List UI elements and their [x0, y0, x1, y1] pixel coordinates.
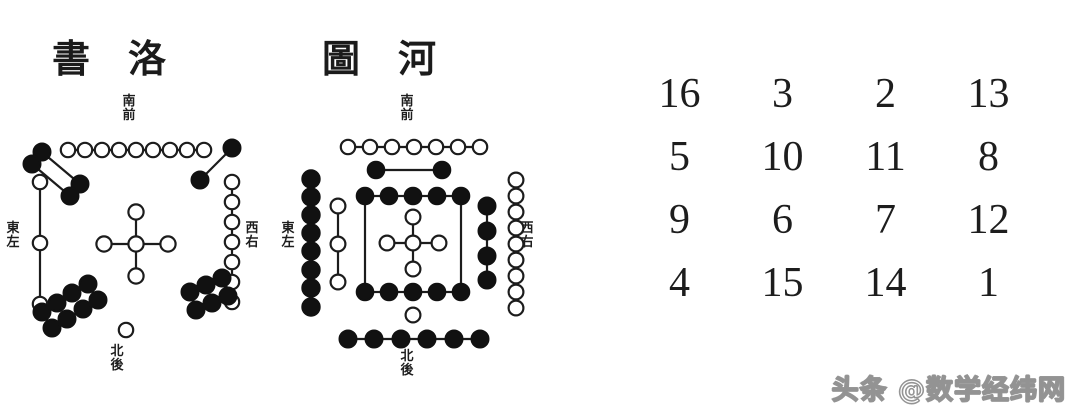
- hetu-left-char: 左: [281, 234, 295, 250]
- magic-square-cell: 11: [865, 133, 906, 180]
- magic-square-cell: 3: [772, 70, 793, 117]
- luoshu-front-char: 前: [122, 107, 136, 123]
- hetu-group-bottom-outer-6: [338, 329, 490, 349]
- luoshu-north-char: 北: [110, 344, 124, 359]
- hetu-east-left-label: 東 左: [281, 222, 295, 249]
- luoshu-south-front-label: 南 前: [122, 95, 136, 122]
- magic-square-cell: 5: [669, 133, 690, 180]
- magic-square-cell: 7: [875, 196, 896, 243]
- luoshu-title: 書 洛: [52, 36, 167, 81]
- magic-square-cell: 15: [761, 259, 804, 306]
- hetu-north-back-label: 北 後: [400, 350, 414, 377]
- magic-square-cell: 13: [967, 70, 1010, 117]
- luoshu-south-char: 南: [122, 94, 136, 109]
- luoshu-east-char: 東: [6, 221, 20, 236]
- luoshu-north-back-label: 北 後: [110, 345, 124, 372]
- hetu-group-center-inner-5: [378, 208, 448, 278]
- watermark-text: 头条 @数学经纬网: [831, 374, 1066, 406]
- luoshu-group-bottomright-6: [180, 268, 238, 320]
- hetu-north-char: 北: [400, 349, 414, 364]
- luoshu-group-topleft-4: [22, 142, 90, 206]
- hetu-south-char: 南: [400, 94, 414, 109]
- magic-square-cell: 9: [669, 196, 690, 243]
- luoshu-west-right-label: 西 右: [245, 222, 259, 249]
- hetu-east-char: 東: [281, 221, 295, 236]
- magic-square-cell: 1: [978, 259, 999, 306]
- magic-square-cell: 2: [875, 70, 896, 117]
- hetu-back-char: 後: [400, 362, 414, 378]
- hetu-group-center-square-10: [355, 186, 471, 302]
- magic-square-cell: 10: [761, 133, 804, 180]
- luoshu-left-char: 左: [6, 234, 20, 250]
- magic-square-cell: 12: [967, 196, 1010, 243]
- luoshu-group-bottom-1: [117, 321, 135, 339]
- hetu-south-front-label: 南 前: [400, 95, 414, 122]
- luoshu-west-char: 西: [245, 221, 259, 236]
- hetu-dot-diagram: [301, 138, 525, 349]
- magic-square-cell: 14: [864, 259, 907, 306]
- luoshu-group-topright-2: [190, 138, 242, 190]
- hetu-title: 圖 河: [322, 36, 437, 81]
- hetu-group-top-inner-2: [366, 160, 452, 180]
- luoshu-dot-diagram: [22, 138, 242, 339]
- magic-square-cell: 16: [658, 70, 701, 117]
- hetu-front-char: 前: [400, 107, 414, 123]
- magic-square-cell: 4: [669, 259, 690, 306]
- luoshu-group-center-5: [95, 203, 177, 285]
- luoshu-right-char: 右: [245, 234, 259, 250]
- magic-square-cell: 8: [978, 133, 999, 180]
- hetu-group-left-outer-8: [301, 169, 321, 317]
- luoshu-group-top-9: [59, 141, 213, 159]
- hetu-group-right-inner-4: [477, 196, 497, 290]
- luoshu-group-bottomleft-8: [32, 274, 108, 338]
- magic-square-grid: 16 3 2 13 5 10 11 8 9 6 7 12 4 15 14 1: [628, 62, 1040, 314]
- hetu-group-right-outer-9: [507, 171, 525, 317]
- hetu-group-left-inner-3: [329, 197, 347, 291]
- hetu-group-bottom-inner-1: [404, 306, 422, 324]
- luoshu-back-char: 後: [110, 357, 124, 373]
- hetu-group-top-outer-7: [339, 138, 489, 156]
- luoshu-group-left-3: [31, 173, 49, 313]
- magic-square-cell: 6: [772, 196, 793, 243]
- luoshu-east-left-label: 東 左: [6, 222, 20, 249]
